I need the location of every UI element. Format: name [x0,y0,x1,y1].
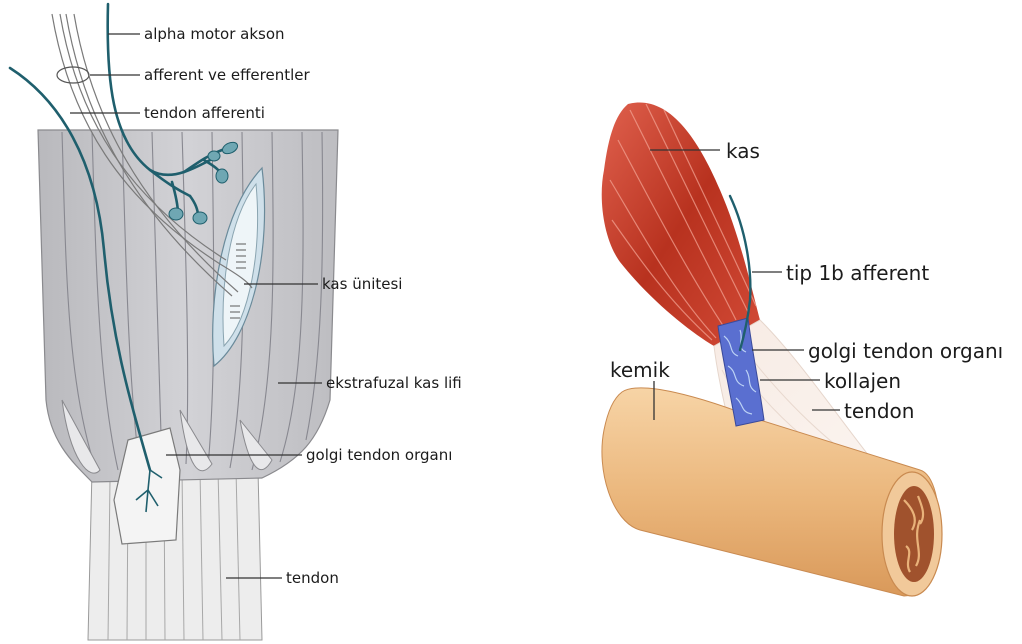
left-diagram: alpha motor akson afferent ve efferentle… [10,4,462,640]
right-diagram: kas tip 1b afferent golgi tendon organı … [602,103,1003,596]
label-afferents-efferents: afferent ve efferentler [144,66,310,84]
label-tendon-right: tendon [844,399,914,423]
label-bone: kemik [610,358,670,382]
label-muscle-unit: kas ünitesi [322,275,402,293]
label-muscle: kas [726,139,760,163]
label-golgi-tendon-organ-right: golgi tendon organı [808,339,1003,363]
label-collagen: kollajen [824,369,901,393]
label-tendon-afferent: tendon afferenti [144,104,265,122]
label-tendon-left: tendon [286,569,339,587]
bone-marrow [894,486,934,582]
label-golgi-tendon-organ-left: golgi tendon organı [306,446,452,464]
label-type-1b-afferent: tip 1b afferent [786,261,929,285]
label-extrafusal-fiber: ekstrafuzal kas lifi [326,374,462,392]
label-alpha-motor-axon: alpha motor akson [144,25,285,43]
